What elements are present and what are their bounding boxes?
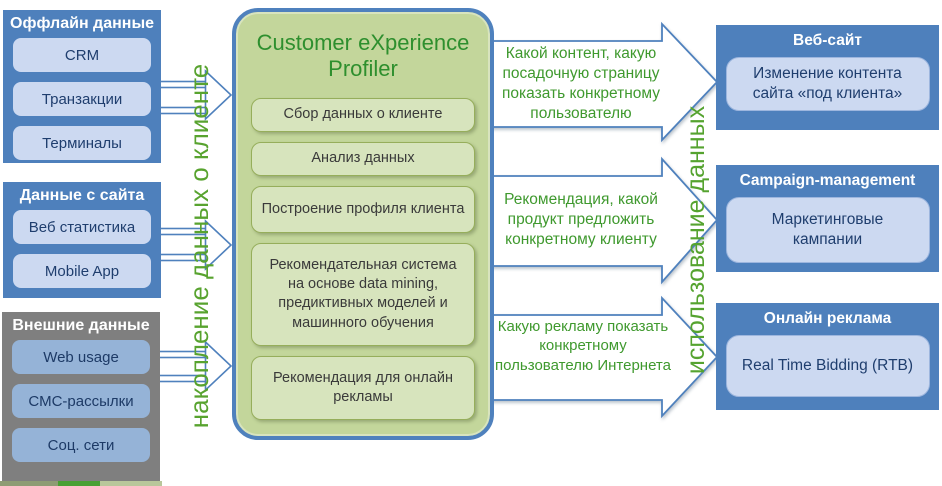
group-offline-items: CRM Транзакции Терминалы [3,33,161,160]
group-site-items: Веб статистика Mobile App [3,205,161,288]
item-mobile-app: Mobile App [13,254,151,288]
arrow-profiler-to-campaign [485,156,719,285]
arrow-profiler-to-website [485,21,719,143]
group-campaign-management: Campaign-management Маркетинговые кампан… [716,165,939,272]
item-terminals: Терминалы [13,126,151,160]
item-web-statistics: Веб статистика [13,210,151,244]
item-crm: CRM [13,38,151,72]
annotation-content: Какой контент, какую посадочную страницу… [502,45,660,122]
group-online-ads: Онлайн реклама Real Time Bidding (RTB) [716,303,939,410]
item-rtb: Real Time Bidding (RTB) [725,335,930,397]
group-external-title: Внешние данные [12,317,150,334]
step-data-analysis: Анализ данных [251,141,475,176]
item-sms: СМС-рассылки [12,384,150,418]
vertical-label-data-accumulation: накопление данных о клиенте [184,63,214,429]
group-website: Веб-сайт Изменение контента сайта «под к… [716,25,939,130]
item-content-change: Изменение контента сайта «под клиента» [725,57,930,111]
annotation-product: Рекомендация, какой продукт предложить к… [504,191,658,248]
vertical-label-data-usage: использование данных [682,105,710,375]
group-offline-title: Оффлайн данные [10,15,154,32]
step-data-collection: Сбор данных о клиенте [251,97,475,132]
step-recommender-system: Рекомендательная система на основе data … [251,242,475,346]
annotation-advertising: Какую рекламу показать конкретному польз… [495,318,671,374]
group-website-title: Веб-сайт [793,32,862,49]
arrow-profiler-to-online-ads [485,295,719,419]
arrow-site-to-profiler [149,219,233,271]
group-offline-data: Оффлайн данные CRM Транзакции Терминалы [3,10,161,163]
profiler-steps: Сбор данных о клиенте Анализ данных Пост… [251,97,475,420]
item-social-networks: Соц. сети [12,428,150,462]
profiler-box: Customer eXperience Profiler Сбор данных… [232,8,494,440]
group-site-data: Данные с сайта Веб статистика Mobile App [3,182,161,298]
item-web-usage: Web usage [12,340,150,374]
step-online-ads-recommendation: Рекомендация для онлайн рекламы [251,355,475,420]
group-campaign-title: Campaign-management [739,172,916,189]
profiler-title: Customer eXperience Profiler [256,30,470,81]
item-transactions: Транзакции [13,82,151,116]
group-online-ads-title: Онлайн реклама [763,310,892,327]
step-profile-building: Построение профиля клиента [251,185,475,233]
cut-off-slide-element [0,481,162,486]
group-site-title: Данные с сайта [19,187,145,204]
group-external-data: Внешние данные Web usage СМС-рассылки Со… [2,312,160,481]
group-external-items: Web usage СМС-рассылки Соц. сети [2,335,160,462]
item-marketing-campaigns: Маркетинговые кампании [725,197,930,263]
